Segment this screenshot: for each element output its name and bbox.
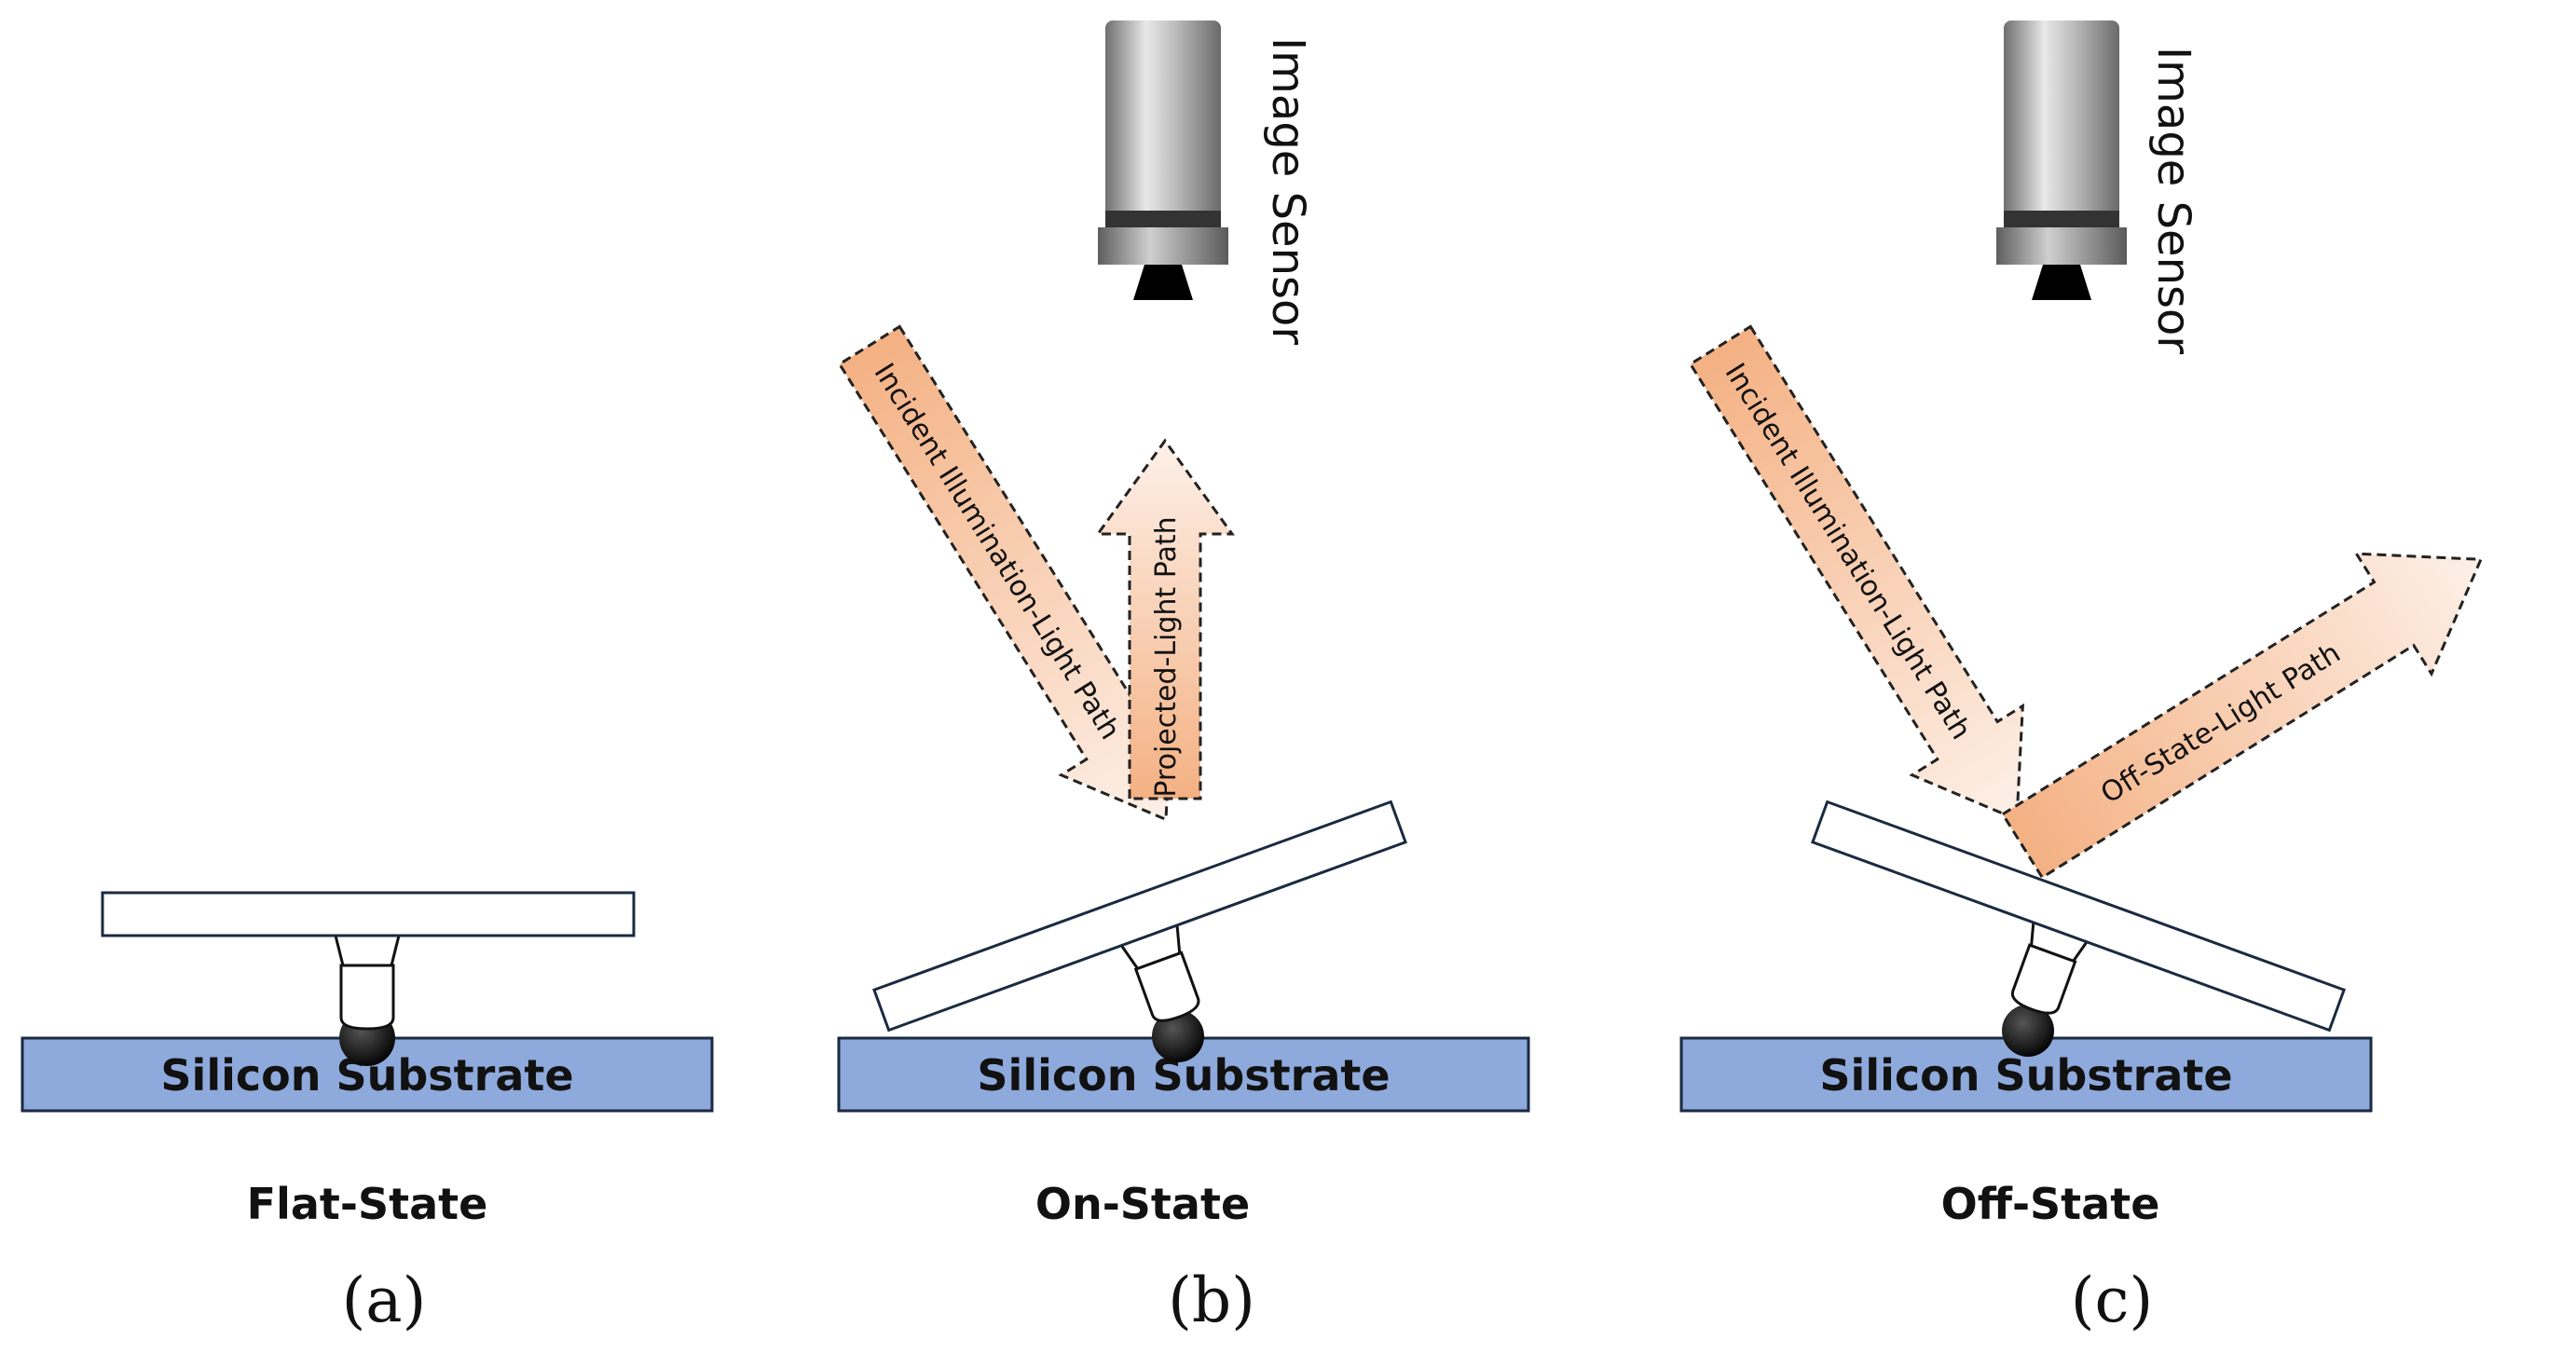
hinge-post xyxy=(334,934,401,1031)
panel-label: (b) xyxy=(1168,1265,1255,1336)
arrow-label-off-state: Off-State-Light Path xyxy=(2095,636,2346,810)
image-sensor-camera-icon xyxy=(1996,21,2127,300)
arrow-label-incident: Incident Illumination-Light Path xyxy=(1719,358,1978,745)
hinge-post xyxy=(1118,922,1200,1022)
sensor-label: Image Sensor xyxy=(2147,47,2199,354)
panel-b: Silicon Substrate Incident Illumination-… xyxy=(837,21,1530,1336)
hinge-ball xyxy=(2002,1005,2054,1057)
state-label: Off-State xyxy=(1941,1179,2160,1229)
micromirror xyxy=(872,800,1407,1033)
off-state-light-arrow: Off-State-Light Path xyxy=(2000,552,2484,880)
micromirror xyxy=(101,891,636,937)
panel-label: (c) xyxy=(2071,1265,2153,1336)
arrow-label-projected: Projected-Light Path xyxy=(1150,516,1183,797)
sensor-label: Image Sensor xyxy=(1262,37,1314,345)
substrate-label: Silicon Substrate xyxy=(1819,1050,2232,1101)
panel-c: Silicon Substrate Incident Illumination-… xyxy=(1679,21,2484,1336)
panel-a: Silicon Substrate Flat-State (a) xyxy=(21,891,714,1336)
panel-label: (a) xyxy=(342,1265,427,1336)
hinge-ball xyxy=(1152,1010,1204,1062)
incident-light-arrow: Incident Illumination-Light Path xyxy=(1688,324,2024,822)
micromirror xyxy=(1811,800,2346,1033)
arrow-label-incident: Incident Illumination-Light Path xyxy=(868,358,1127,745)
projected-light-arrow: Projected-Light Path xyxy=(1095,438,1235,800)
image-sensor-camera-icon xyxy=(1098,21,1228,300)
state-label: Flat-State xyxy=(247,1179,488,1229)
state-label: On-State xyxy=(1035,1179,1250,1229)
